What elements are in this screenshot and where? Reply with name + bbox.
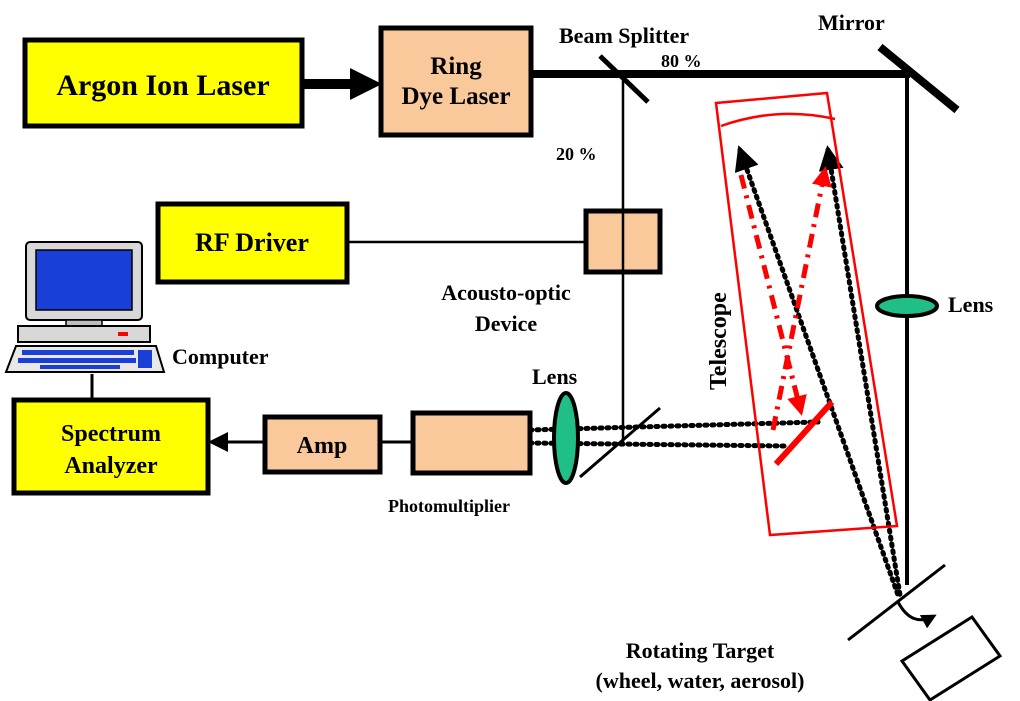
spectrum-analyzer-line2: Analyzer xyxy=(64,453,158,479)
target-mirror xyxy=(847,563,946,642)
rf-driver-box: RF Driver xyxy=(155,201,350,285)
computer-label: Computer xyxy=(172,344,269,369)
split-80-label: 80 % xyxy=(661,51,702,71)
computer-base xyxy=(17,325,151,343)
return-dotted-to-target-1 xyxy=(734,145,901,598)
photomultiplier-label: Photomultiplier xyxy=(388,496,510,516)
telescope-tube xyxy=(714,91,899,537)
mirror-label: Mirror xyxy=(818,10,885,35)
lens-left-label: Lens xyxy=(532,364,578,389)
rf-driver-label: RF Driver xyxy=(195,228,309,257)
target-block xyxy=(899,614,1003,701)
split-20-label: 20 % xyxy=(556,144,597,164)
rotating-target-label-line1: Rotating Target xyxy=(626,638,775,663)
spectrum-analyzer-box: Spectrum Analyzer xyxy=(11,397,211,496)
lens-transmit xyxy=(875,294,939,318)
amp-to-analyzer-arrowhead xyxy=(208,432,228,452)
beam-splitter xyxy=(598,54,650,104)
computer-icon xyxy=(4,241,166,373)
lens-receive xyxy=(552,391,580,485)
keyboard-keys xyxy=(18,350,152,369)
labels: Beam Splitter 80 % 20 % Mirror Acousto-o… xyxy=(172,10,994,693)
telescope-ray-2 xyxy=(770,166,832,431)
mirror xyxy=(877,43,960,114)
telescope-primary-mirror xyxy=(720,112,836,128)
monitor-screen xyxy=(35,249,133,311)
aod-label-line1: Acousto-optic xyxy=(441,280,571,305)
aod-label-line2: Device xyxy=(475,311,538,336)
telescope-label: Telescope xyxy=(706,292,732,390)
telescope-secondary-mirror xyxy=(773,399,835,467)
argon-beam-arrowhead xyxy=(350,68,382,100)
rotating-target-label-line2: (wheel, water, aerosol) xyxy=(596,668,805,693)
acousto-optic-device xyxy=(583,208,663,275)
beam-splitter-label: Beam Splitter xyxy=(559,23,689,48)
telescope-ray-1 xyxy=(738,174,807,416)
ring-dye-laser-box: Ring Dye Laser xyxy=(378,25,534,138)
rotation-arrow xyxy=(896,601,937,629)
optics xyxy=(552,43,960,642)
pickoff-mirror xyxy=(579,406,661,479)
spectrum-analyzer-line1: Spectrum xyxy=(61,421,161,447)
argon-laser-label: Argon Ion Laser xyxy=(56,69,269,102)
rotating-target xyxy=(896,601,1003,701)
amp-box: Amp xyxy=(262,414,383,475)
beam-paths xyxy=(90,68,910,585)
photomultiplier-box xyxy=(410,410,533,476)
lens-right-label: Lens xyxy=(948,292,994,317)
power-light xyxy=(118,332,128,336)
ring-dye-label-line1: Ring xyxy=(430,53,482,80)
telescope: Telescope xyxy=(706,91,899,537)
amp-label: Amp xyxy=(297,433,348,459)
ring-dye-label-line2: Dye Laser xyxy=(402,83,511,110)
argon-laser-box: Argon Ion Laser xyxy=(22,37,305,129)
return-dotted-to-target-2 xyxy=(818,145,903,598)
